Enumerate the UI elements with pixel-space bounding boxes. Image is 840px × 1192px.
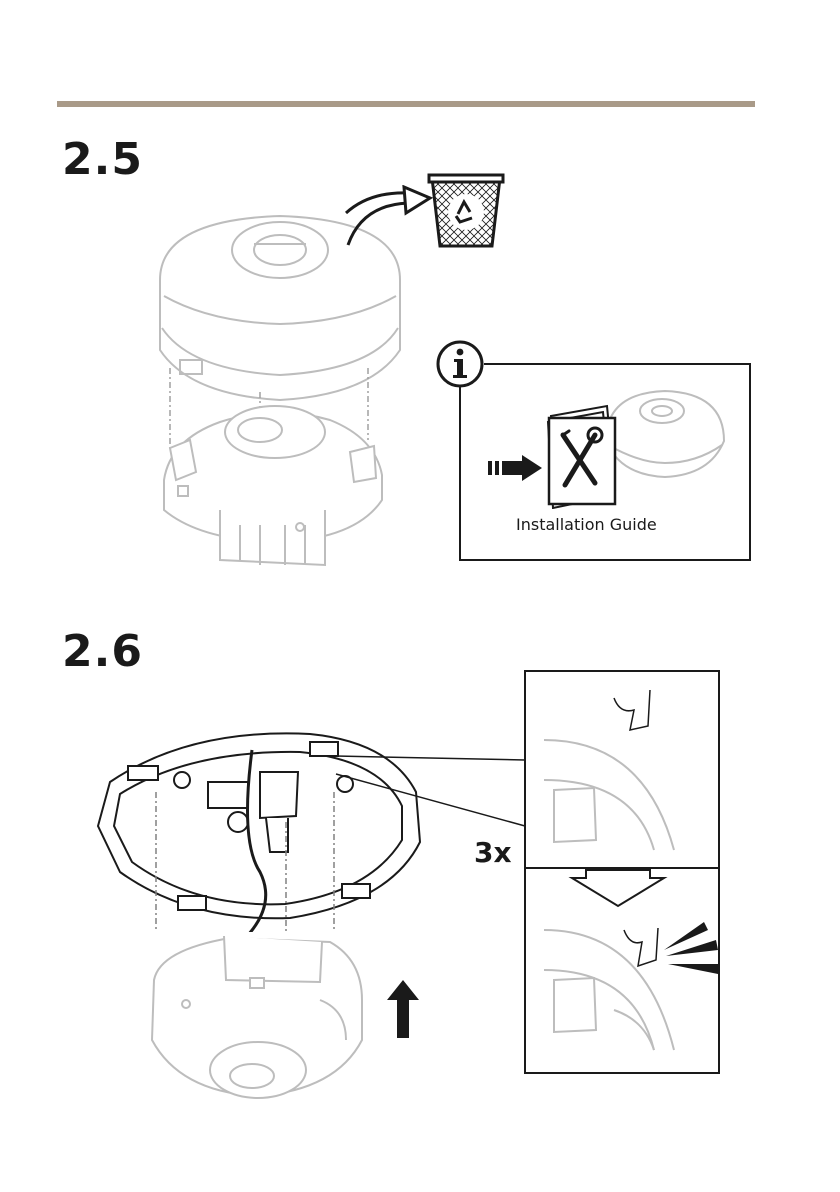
step-number-2-5: 2.5 <box>62 138 143 182</box>
click-sound-icon <box>660 920 722 980</box>
camera-base-illustration <box>150 360 400 580</box>
detail-callout-lines <box>330 740 530 840</box>
header-rule <box>57 101 755 107</box>
step-number-2-6: 2.6 <box>62 630 143 674</box>
repeat-count: 3x <box>474 836 512 869</box>
discard-arrow-icon <box>340 185 435 255</box>
camera-body-illustration <box>140 920 370 1120</box>
detail-panel <box>524 670 720 1074</box>
up-arrow-icon <box>385 978 421 1040</box>
info-icon <box>434 338 488 392</box>
recycle-bin-icon <box>426 172 506 252</box>
installation-guide-caption: Installation Guide <box>516 515 657 534</box>
tools-icon <box>555 425 605 495</box>
arrow-icon <box>486 453 546 483</box>
